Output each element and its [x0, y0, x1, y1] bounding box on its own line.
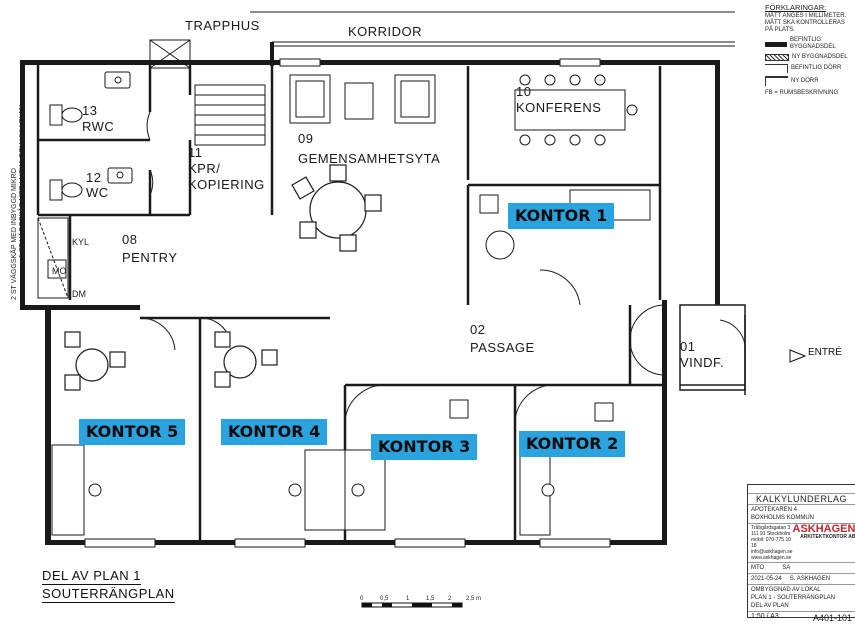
stairs: [150, 40, 265, 145]
label-microwave: MO: [52, 266, 67, 276]
scale-label-5: 2,5 m: [466, 596, 481, 602]
tb-desc-1: OMBYGGNAD AV LOKAL: [751, 586, 852, 594]
tb-project-1: APOTEKAREN 4: [751, 506, 852, 514]
legend-item-existing-door-label: BEFINTLIG DÖRR: [791, 65, 841, 72]
legend-item-existing-door: BEFINTLIG DÖRR: [765, 64, 855, 73]
tb-brand-sub: ARKITEKTKONTOR AB: [793, 533, 855, 541]
label-wall-cabinet-1: 1 ST VÄGGSKÅP MED LUCKA OCH HYLLPLAN: [17, 105, 26, 258]
legend-swatch-existing: [765, 42, 787, 47]
label-room-02-num: 02: [470, 322, 485, 337]
label-wall-cabinet-2: 2 ST VÄGGSKÅP MED INBYGGD MIKRO: [9, 167, 18, 300]
tb-number: A401-101: [813, 613, 852, 623]
plan-title-line2: SOUTERRÄNGPLAN: [42, 585, 175, 603]
legend-note-1: MÅTT ANGES I MILLIMETER.: [765, 13, 855, 20]
label-fridge: KYL: [72, 237, 89, 247]
plan-title: DEL AV PLAN 1 SOUTERRÄNGPLAN: [42, 567, 175, 603]
label-room-01-num: 01: [680, 339, 695, 354]
office-tag-kontor-5: KONTOR 5: [79, 419, 185, 445]
tb-scale: 1:50 / A3: [751, 613, 779, 623]
label-dishwasher: DM: [72, 289, 86, 299]
tb-project: APOTEKAREN 4 BOXHOLMS KOMMUN: [748, 505, 855, 524]
legend-item-new-label: NY BYGGNADSDEL: [792, 54, 848, 61]
scale-bar: 0 0,5 1 1,5 2 2,5 m: [360, 596, 481, 607]
label-room-10-name: KONFERENS: [516, 100, 601, 115]
legend-note-3: PÅ PLATS.: [765, 27, 855, 34]
legend-swatch-new: [765, 54, 789, 61]
office-tag-kontor-4: KONTOR 4: [221, 419, 327, 445]
label-room-02-name: PASSAGE: [470, 340, 535, 355]
entrance-label: ENTRÉ: [808, 347, 842, 358]
label-room-10-num: 10: [516, 84, 531, 99]
label-room-13-num: 13: [82, 103, 97, 118]
label-room-11-num: 11: [188, 145, 203, 160]
tb-brand-logo: ASKHAGEN: [793, 525, 855, 533]
scale-label-3: 1,5: [426, 596, 435, 602]
legend-door-existing-icon: [765, 64, 788, 73]
legend-item-new: NY BYGGNADSDEL: [765, 54, 855, 61]
legend-note-2: MÅTT SKA KONTROLLERAS: [765, 20, 855, 27]
label-room-11-line1: KPR/: [188, 161, 220, 176]
label-korridor: KORRIDOR: [348, 24, 422, 39]
label-room-13-name: RWC: [82, 119, 114, 134]
label-room-08-num: 08: [122, 232, 137, 247]
label-room-01-name: VINDF.: [680, 355, 724, 370]
round-tables: [65, 165, 381, 390]
tb-kalkyl: KALKYLUNDERLAG: [748, 494, 855, 505]
tb-date: 2021-05-24: [751, 575, 782, 583]
legend: FÖRKLARINGAR: MÅTT ANGES I MILLIMETER. M…: [765, 4, 855, 97]
label-room-09-name: GEMENSAMHETSYTA: [298, 151, 440, 166]
scale-label-0: 0: [360, 596, 364, 602]
scale-label-2: 1: [406, 596, 410, 602]
office-tag-kontor-2: KONTOR 2: [519, 431, 625, 457]
label-room-12-name: WC: [86, 185, 109, 200]
plan-title-line1: DEL AV PLAN 1: [42, 567, 141, 585]
legend-item-new-door-label: NY DÖRR: [791, 78, 819, 85]
tb-desc-3: DEL AV PLAN: [751, 602, 852, 610]
tb-project-2: BOXHOLMS KOMMUN: [751, 514, 852, 522]
legend-door-new-icon: [765, 76, 788, 86]
lounge-furniture: [290, 75, 435, 123]
office-tag-kontor-3: KONTOR 3: [371, 434, 477, 460]
label-trapphus: TRAPPHUS: [185, 18, 260, 33]
legend-fb: FB = RUMSBESKRIVNING: [765, 90, 855, 97]
tb-addr-3: mobil: 070-775 10 18: [751, 537, 793, 549]
tb-description: OMBYGGNAD AV LOKAL PLAN 1 - SOUTERRÄNGPL…: [748, 585, 855, 612]
label-room-08-name: PENTRY: [122, 250, 178, 265]
tb-drawn: MTO: [751, 564, 764, 572]
legend-item-existing: BEFINTLIG BYGGNADSDEL: [765, 37, 855, 51]
label-room-11-line2: KOPIERING: [188, 177, 265, 192]
tb-desc-2: PLAN 1 - SOUTERRÄNGPLAN: [751, 594, 852, 602]
pentry-counter: [38, 218, 68, 298]
tb-office: Tråbgårdsgatan 3 111 91 Stockholm mobil:…: [748, 524, 855, 563]
title-block: KALKYLUNDERLAG APOTEKAREN 4 BOXHOLMS KOM…: [747, 484, 855, 618]
tb-checked: SA: [782, 564, 790, 572]
entrance-arrow-icon: [790, 350, 805, 362]
tb-addr-5: www.askhagen.se: [751, 555, 793, 561]
tb-resp: S. ASKHAGEN: [790, 575, 830, 583]
scale-label-1: 0,5: [380, 596, 389, 602]
legend-item-existing-label: BEFINTLIG BYGGNADSDEL: [790, 37, 855, 51]
scale-label-4: 2: [448, 596, 452, 602]
corridor-walls: [250, 12, 735, 46]
label-room-09-num: 09: [298, 131, 313, 146]
office-tag-kontor-1: KONTOR 1: [508, 203, 614, 229]
label-room-12-num: 12: [86, 170, 101, 185]
legend-heading: FÖRKLARINGAR:: [765, 4, 855, 11]
legend-item-new-door: NY DÖRR: [765, 76, 855, 86]
